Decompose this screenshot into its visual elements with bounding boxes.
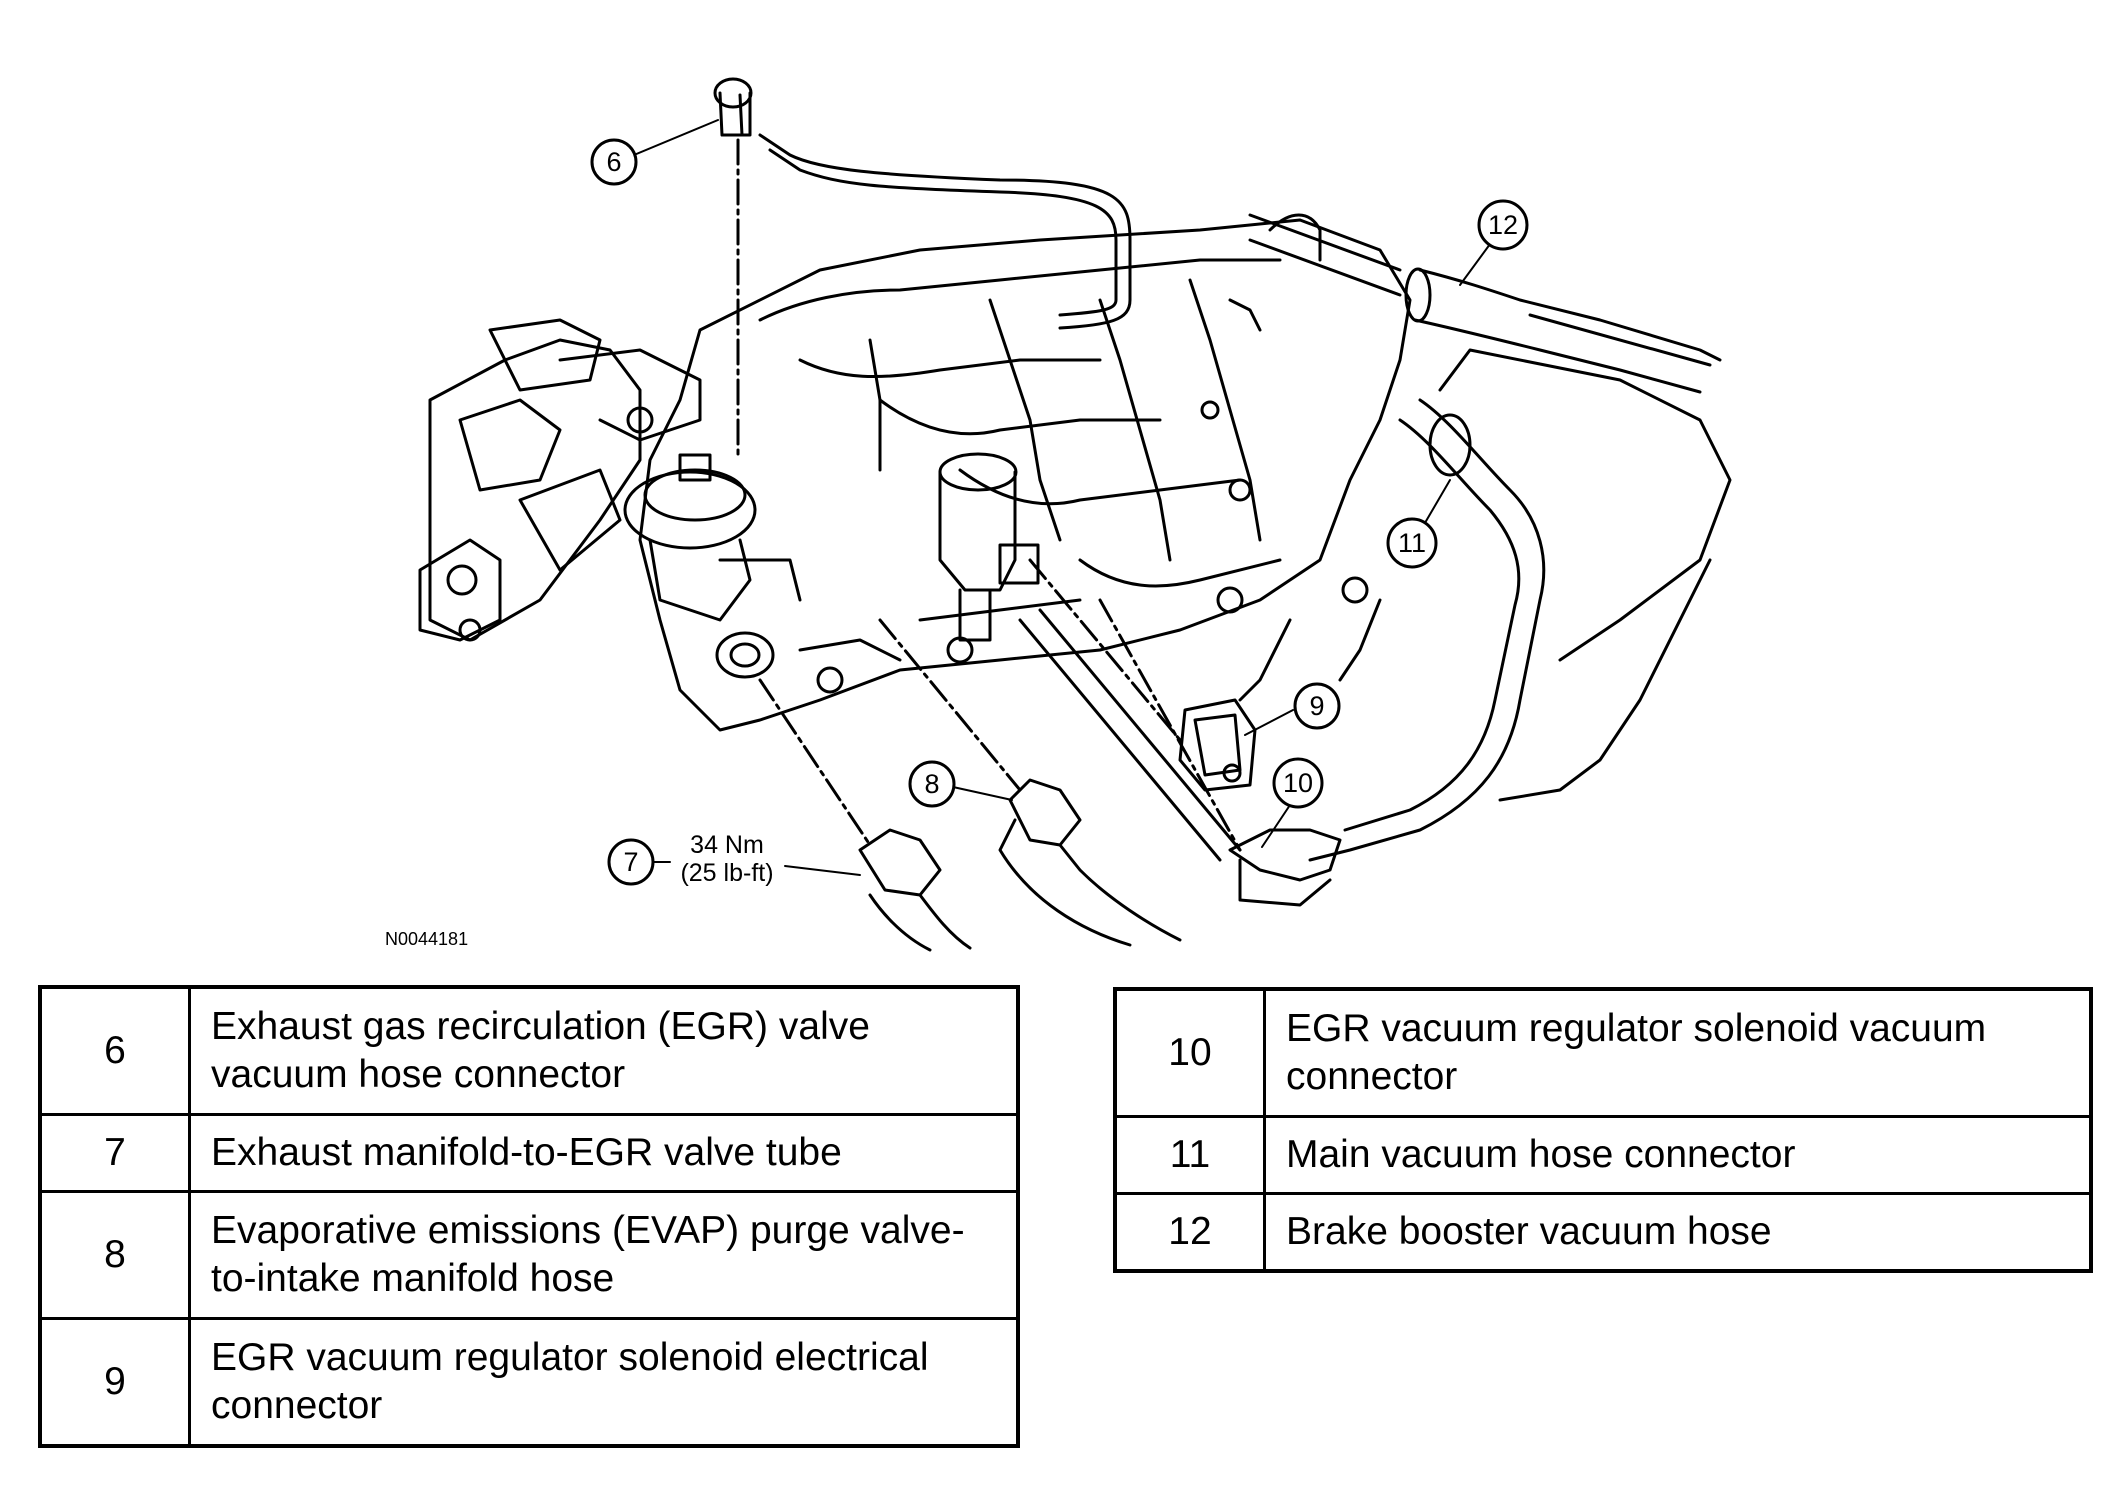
callout-11-label: 11 <box>1398 528 1426 558</box>
egr-solenoid-electrical-connector <box>1028 558 1257 792</box>
legend-number: 11 <box>1113 1115 1266 1195</box>
torque-metric: 34 Nm <box>690 831 764 859</box>
callout-11: 11 <box>1386 517 1438 569</box>
callout-12-label: 12 <box>1488 210 1518 240</box>
legend-row: 9 EGR vacuum regulator solenoid electric… <box>38 1317 1020 1448</box>
callout-leaders <box>633 119 1494 876</box>
legend-row: 8 Evaporative emissions (EVAP) purge val… <box>38 1190 1020 1320</box>
legend-number: 9 <box>38 1317 191 1448</box>
callout-7-label: 7 <box>623 847 638 877</box>
evap-purge-hose <box>878 618 1182 947</box>
legend-description: Exhaust manifold-to-EGR valve tube <box>188 1113 1020 1193</box>
callout-8: 8 <box>908 760 956 808</box>
engine-intake-diagram: 6 7 8 9 10 11 12 34 Nm (25 lb-ft) N00441… <box>385 77 1732 952</box>
callout-10-label: 10 <box>1283 768 1313 798</box>
legend-table-right: 10 EGR vacuum regulator solenoid vacuum … <box>1113 987 2093 1273</box>
egr-vacuum-hose <box>713 77 1132 457</box>
callout-10: 10 <box>1272 757 1324 809</box>
legend-row: 11 Main vacuum hose connector <box>1113 1115 2093 1195</box>
legend-description: EGR vacuum regulator solenoid electrical… <box>188 1317 1020 1448</box>
legend-row: 7 Exhaust manifold-to-EGR valve tube <box>38 1113 1020 1193</box>
callout-12: 12 <box>1477 199 1529 251</box>
figure-id: N0044181 <box>385 929 468 949</box>
legend-number: 12 <box>1113 1192 1266 1273</box>
intake-manifold <box>638 213 1412 732</box>
throttle-body-assembly <box>418 318 702 642</box>
legend-description: Evaporative emissions (EVAP) purge valve… <box>188 1190 1020 1320</box>
legend-row: 12 Brake booster vacuum hose <box>1113 1192 2093 1273</box>
egr-valve <box>623 453 802 679</box>
brake-booster-hose <box>1248 213 1722 394</box>
callout-6-label: 6 <box>606 147 621 177</box>
legend-description: Main vacuum hose connector <box>1263 1115 2093 1195</box>
main-vacuum-hose <box>1308 348 1732 862</box>
legend-description: Brake booster vacuum hose <box>1263 1192 2093 1273</box>
legend-table-left: 6 Exhaust gas recirculation (EGR) valve … <box>38 985 1020 1448</box>
torque-imperial: (25 lb-ft) <box>680 859 773 887</box>
callout-6: 6 <box>590 138 638 186</box>
legend-number: 8 <box>38 1190 191 1320</box>
callout-8-label: 8 <box>924 769 939 799</box>
exhaust-manifold-egr-tube <box>758 678 972 952</box>
legend-number: 10 <box>1113 987 1266 1118</box>
callout-9: 9 <box>1293 682 1341 730</box>
legend-number: 6 <box>38 985 191 1116</box>
callout-7: 7 <box>607 838 655 886</box>
legend-description: EGR vacuum regulator solenoid vacuum con… <box>1263 987 2093 1118</box>
legend-number: 7 <box>38 1113 191 1193</box>
egr-vacuum-regulator-solenoid <box>938 452 1040 642</box>
legend-row: 10 EGR vacuum regulator solenoid vacuum … <box>1113 987 2093 1118</box>
callout-9-label: 9 <box>1309 691 1324 721</box>
legend-row: 6 Exhaust gas recirculation (EGR) valve … <box>38 985 1020 1116</box>
legend-description: Exhaust gas recirculation (EGR) valve va… <box>188 985 1020 1116</box>
egr-solenoid-vacuum-connector <box>1018 598 1342 907</box>
